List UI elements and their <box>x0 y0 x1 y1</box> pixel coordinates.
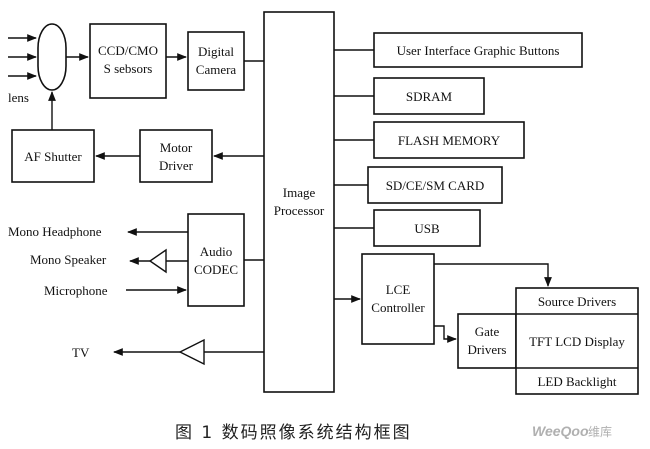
ccd-cmos-sensors-block: CCD/CMO S sebsors <box>89 23 167 99</box>
ccd-label-line2: S sebsors <box>104 61 153 76</box>
tv-amplifier-symbol <box>178 338 205 366</box>
sd-card-label: SD/CE/SM CARD <box>386 178 485 193</box>
lce-controller-block: LCE Controller <box>361 253 435 345</box>
motor-driver-block: Motor Driver <box>139 129 213 183</box>
digital-camera-line2: Camera <box>196 62 237 77</box>
sdram-block: SDRAM <box>373 77 485 115</box>
lens-label: lens <box>8 90 29 105</box>
usb-label: USB <box>414 221 440 236</box>
display-panel-stack: Source Drivers TFT LCD Display LED Backl… <box>515 287 639 395</box>
audio-codec-block: Audio CODEC <box>187 213 245 307</box>
flash-memory-block: FLASH MEMORY <box>373 121 525 159</box>
tv-label: TV <box>72 345 90 360</box>
ccd-label-line1: CCD/CMO <box>98 43 158 58</box>
audio-codec-line2: CODEC <box>194 262 238 277</box>
usb-block: USB <box>373 209 481 247</box>
tft-lcd-display-label: TFT LCD Display <box>529 334 625 349</box>
speaker-amplifier-symbol <box>148 248 167 274</box>
figure-caption: 图 1 数码照像系统结构框图 <box>175 423 412 443</box>
gate-drivers-line2: Drivers <box>468 342 507 357</box>
sd-ce-sm-card-block: SD/CE/SM CARD <box>367 166 503 204</box>
lce-controller-line2: Controller <box>371 300 425 315</box>
source-drivers-label: Source Drivers <box>538 294 616 309</box>
mono-speaker-label: Mono Speaker <box>30 252 107 267</box>
flash-memory-label: FLASH MEMORY <box>398 133 501 148</box>
watermark-suffix: 维库 <box>588 424 612 439</box>
af-shutter-label: AF Shutter <box>24 149 82 164</box>
microphone-label: Microphone <box>44 283 108 298</box>
image-processor-block: Image Processor <box>263 11 335 393</box>
led-backlight-label: LED Backlight <box>537 374 616 389</box>
ui-buttons-label: User Interface Graphic Buttons <box>397 43 560 58</box>
lce-controller-line1: LCE <box>386 282 411 297</box>
image-processor-line2: Processor <box>274 203 325 218</box>
gate-drivers-line1: Gate <box>475 324 500 339</box>
watermark-brand: WeeQoo <box>532 423 589 439</box>
lens-element <box>37 23 67 91</box>
lce-to-source-drivers-arrow <box>434 263 552 287</box>
gate-drivers-block: Gate Drivers <box>457 313 517 369</box>
audio-codec-line1: Audio <box>200 244 233 259</box>
af-shutter-block: AF Shutter <box>11 129 95 183</box>
lce-to-gate-drivers-arrow <box>434 325 457 343</box>
motor-driver-line1: Motor <box>160 140 193 155</box>
digital-camera-block: Digital Camera <box>187 31 245 91</box>
ui-graphic-buttons-block: User Interface Graphic Buttons <box>373 32 583 68</box>
image-processor-line1: Image <box>283 185 316 200</box>
motor-driver-line2: Driver <box>159 158 194 173</box>
mono-headphone-label: Mono Headphone <box>8 224 102 239</box>
sdram-label: SDRAM <box>406 89 453 104</box>
light-input-arrows <box>8 34 37 80</box>
digital-camera-line1: Digital <box>198 44 234 59</box>
